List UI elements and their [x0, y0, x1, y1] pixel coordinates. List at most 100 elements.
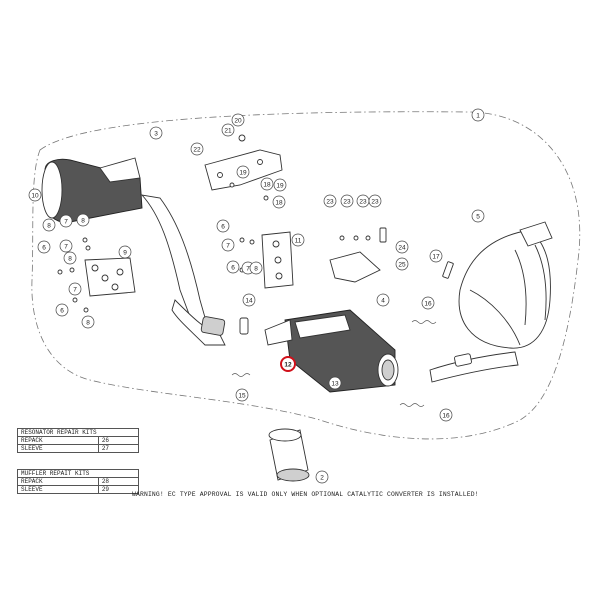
callout-circle [273, 178, 287, 192]
callout-label: 19 [276, 182, 284, 189]
callout-label: 8 [81, 217, 85, 224]
callout-label: 8 [86, 319, 90, 326]
muffler-kit-row-name: SLEEVE [17, 485, 99, 494]
callout-circle [149, 126, 163, 140]
callout-circle [429, 249, 443, 263]
callout-label: 18 [263, 181, 271, 188]
callout-label: 17 [432, 253, 440, 260]
callout-circle [280, 356, 296, 372]
callout-label: 7 [246, 265, 250, 272]
resonator-kit-row-num: 26 [97, 436, 140, 445]
muffler-kit-row-num: 28 [97, 477, 140, 486]
callout-label: 8 [68, 255, 72, 262]
callout-circle [63, 251, 77, 265]
resonator [264, 309, 399, 393]
callout-label: 16 [424, 300, 432, 307]
callout-circle [68, 282, 82, 296]
callout-label: 23 [371, 198, 379, 205]
callout-label: 21 [224, 127, 232, 134]
callout-label: 10 [31, 192, 39, 199]
callout-circle [315, 470, 329, 484]
callout-label: 12 [284, 361, 292, 368]
callout-label: 7 [226, 242, 230, 249]
callout-circle [439, 408, 453, 422]
callout-circle [81, 315, 95, 329]
callout-circle [231, 113, 245, 127]
callout-circle [28, 188, 42, 202]
muffler-repair-kits-table: MUFFLER REPAIT KITS REPACK 28 SLEEVE 29 [17, 469, 140, 494]
callout-circle [291, 233, 305, 247]
callout-circle [190, 142, 204, 156]
callout-circle [221, 238, 235, 252]
callout-label: 11 [295, 237, 302, 244]
callout-label: 23 [343, 198, 351, 205]
callout-label: 23 [359, 198, 367, 205]
callout-label: 20 [234, 117, 242, 124]
callout-circle [340, 194, 354, 208]
resonator-kit-row-num: 27 [97, 444, 140, 453]
resonator-repair-kits-table: RESONATOR REPAIR KITS REPACK 26 SLEEVE 2… [17, 428, 140, 453]
callout-circle [471, 108, 485, 122]
callout-circle [395, 240, 409, 254]
system-outline [31, 111, 581, 440]
resonator-kit-row-name: SLEEVE [17, 444, 99, 453]
springs [231, 320, 437, 407]
callout-label: 6 [221, 223, 225, 230]
callout-label: 7 [73, 286, 77, 293]
callout-label: 5 [476, 213, 480, 220]
callout-label: 7 [64, 218, 68, 225]
callout-label: 3 [154, 130, 158, 137]
callout-circle [471, 209, 485, 223]
link-pipe [268, 428, 310, 482]
callout-circle [118, 245, 132, 259]
callout-label: 9 [123, 249, 127, 256]
callout-label: 23 [326, 198, 334, 205]
callout-circle [249, 261, 263, 275]
muffler-kit-row-num: 29 [97, 485, 140, 494]
callout-label: 1 [476, 112, 480, 119]
muffler [41, 157, 226, 346]
ec-approval-warning: WARNING! EC TYPE APPROVAL IS VALID ONLY … [132, 491, 479, 498]
callout-label: 6 [60, 307, 64, 314]
hardware [57, 134, 454, 335]
callout-label: 4 [381, 297, 385, 304]
callout-label: 2 [320, 474, 324, 481]
callout-circle [395, 257, 409, 271]
callout-label: 16 [442, 412, 450, 419]
callout-circle [328, 376, 342, 390]
callout-circle [368, 194, 382, 208]
callout-label: 6 [231, 264, 235, 271]
muffler-kit-title: MUFFLER REPAIT KITS [17, 469, 139, 478]
callout-label: 8 [254, 265, 258, 272]
callout-circle [376, 293, 390, 307]
callout-label: 13 [331, 380, 339, 387]
callout-label: 7 [64, 243, 68, 250]
callout-circle [37, 240, 51, 254]
callout-circle [421, 296, 435, 310]
muffler-kit-row-name: REPACK [17, 477, 99, 486]
callout-circle [272, 195, 286, 209]
callout-circle [59, 214, 73, 228]
callout-label: 14 [245, 297, 253, 304]
callout-label: 8 [47, 222, 51, 229]
callout-circle [323, 194, 337, 208]
callout-label: 24 [398, 244, 406, 251]
callout-label: 22 [193, 146, 201, 153]
callout-label: 19 [239, 169, 247, 176]
callout-circle [76, 213, 90, 227]
callout-circle [236, 165, 250, 179]
callout-circle [235, 388, 249, 402]
callout-circle [226, 260, 240, 274]
callout-circle [260, 177, 274, 191]
resonator-kit-title: RESONATOR REPAIR KITS [17, 428, 139, 437]
resonator-kit-row-name: REPACK [17, 436, 99, 445]
callout-circle [42, 218, 56, 232]
callout-circle [221, 123, 235, 137]
callout-circle [216, 219, 230, 233]
callout-label: 18 [275, 199, 283, 206]
callout-label: 6 [42, 244, 46, 251]
callout-label: 25 [398, 261, 406, 268]
callout-circle [59, 239, 73, 253]
